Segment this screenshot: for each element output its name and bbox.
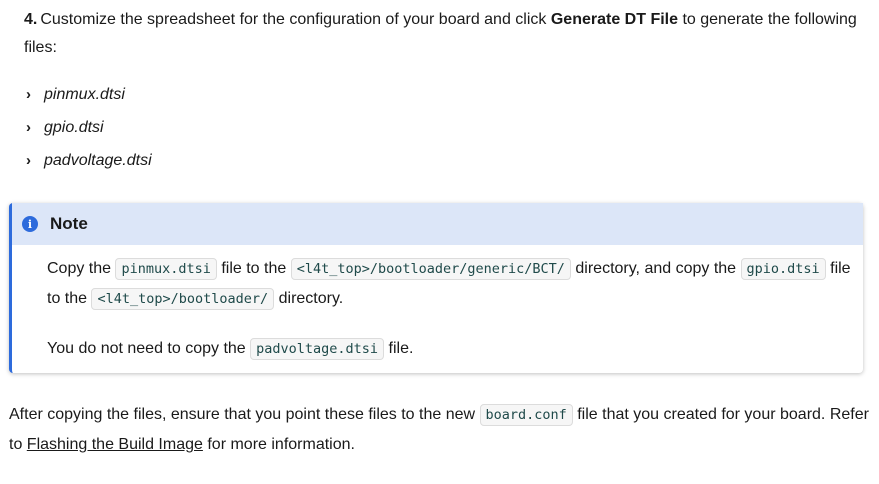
note-title: Note bbox=[50, 214, 88, 233]
code-padvoltage: padvoltage.dtsi bbox=[250, 338, 385, 360]
list-item: ›gpio.dtsi bbox=[26, 117, 152, 150]
code-pinmux: pinmux.dtsi bbox=[115, 258, 217, 280]
list-item: ›pinmux.dtsi bbox=[26, 84, 152, 117]
info-icon: i bbox=[22, 216, 38, 232]
note-paragraph: Copy the pinmux.dtsi file to the <l4t_to… bbox=[47, 254, 863, 314]
code-bootloader-path: <l4t_top>/bootloader/ bbox=[91, 288, 275, 310]
file-list: ›pinmux.dtsi ›gpio.dtsi ›padvoltage.dtsi bbox=[26, 84, 152, 183]
step-4: 4.Customize the spreadsheet for the conf… bbox=[24, 11, 857, 56]
code-bct-path: <l4t_top>/bootloader/generic/BCT/ bbox=[290, 258, 571, 280]
chevron-right-icon: › bbox=[26, 152, 31, 169]
chevron-right-icon: › bbox=[26, 119, 31, 136]
note-paragraph: You do not need to copy the padvoltage.d… bbox=[47, 334, 863, 364]
code-board-conf: board.conf bbox=[479, 404, 573, 426]
note-body: Copy the pinmux.dtsi file to the <l4t_to… bbox=[12, 245, 863, 364]
list-item: ›padvoltage.dtsi bbox=[26, 150, 152, 183]
flashing-build-image-link[interactable]: Flashing the Build Image bbox=[26, 436, 203, 453]
code-gpio: gpio.dtsi bbox=[740, 258, 826, 280]
chevron-right-icon: › bbox=[26, 86, 31, 103]
note-callout: i Note Copy the pinmux.dtsi file to the … bbox=[9, 203, 863, 373]
note-header: i Note bbox=[12, 203, 863, 245]
step-number: 4. bbox=[24, 11, 38, 28]
generate-dt-file-label: Generate DT File bbox=[550, 11, 679, 28]
after-paragraph: After copying the files, ensure that you… bbox=[9, 404, 869, 453]
